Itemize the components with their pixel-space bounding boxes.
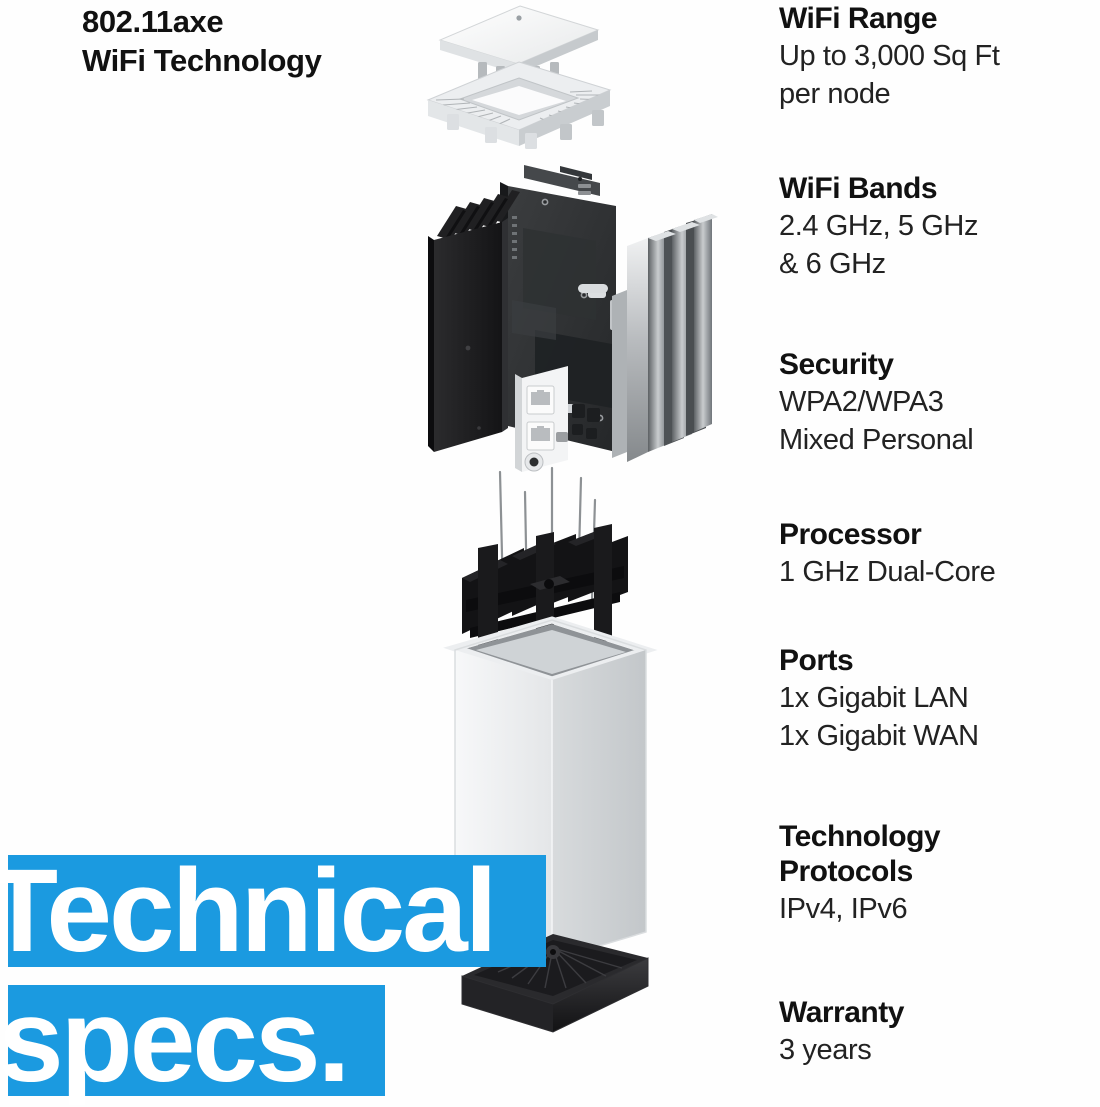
spec-title: Warranty: [779, 996, 904, 1029]
display-heading-line-1: Technical: [0, 852, 546, 970]
spec-item-warranty: Warranty 3 years: [779, 996, 1100, 1069]
spec-title: Processor: [779, 518, 922, 551]
spec-value: 2.4 GHz, 5 GHz & 6 GHz: [779, 209, 979, 281]
antenna-array-heatsink: [462, 466, 628, 664]
spec-list: WiFi Range Up to 3,000 Sq Ft per node Wi…: [779, 0, 1100, 1100]
spec-title: Security: [779, 348, 894, 381]
spec-value: WPA2/WPA3 Mixed Personal: [779, 385, 974, 457]
display-heading-line-2: specs.: [0, 982, 385, 1100]
spec-value: 1 GHz Dual-Core: [779, 555, 996, 588]
ethernet-ports: [515, 366, 600, 472]
spec-item-wifi-range: WiFi Range Up to 3,000 Sq Ft per node: [779, 2, 1100, 113]
spec-value: 3 years: [779, 1033, 872, 1066]
power-jack: [524, 452, 544, 472]
top-cap: [438, 5, 600, 86]
spec-item-wifi-bands: WiFi Bands 2.4 GHz, 5 GHz & 6 GHz: [779, 172, 1100, 283]
spec-item-processor: Processor 1 GHz Dual-Core: [779, 518, 1100, 591]
spec-title: Technology Protocols: [779, 820, 941, 888]
silver-heatsink: [560, 214, 718, 462]
mainboard-pcb: [500, 165, 623, 452]
spec-value: Up to 3,000 Sq Ft per node: [779, 39, 1000, 111]
page-title: 802.11axe WiFi Technology: [82, 4, 322, 79]
spec-title: WiFi Bands: [779, 172, 938, 205]
spec-value: IPv4, IPv6: [779, 892, 908, 925]
vented-housing-ring: [426, 61, 612, 149]
spec-item-technology-protocols: Technology Protocols IPv4, IPv6: [779, 820, 1100, 928]
spec-title: WiFi Range: [779, 2, 938, 35]
spec-value: 1x Gigabit LAN 1x Gigabit WAN: [779, 681, 979, 753]
spec-title: Ports: [779, 644, 854, 677]
spec-item-ports: Ports 1x Gigabit LAN 1x Gigabit WAN: [779, 644, 1100, 755]
spec-item-security: Security WPA2/WPA3 Mixed Personal: [779, 348, 1100, 459]
black-heatsink: [428, 190, 520, 452]
